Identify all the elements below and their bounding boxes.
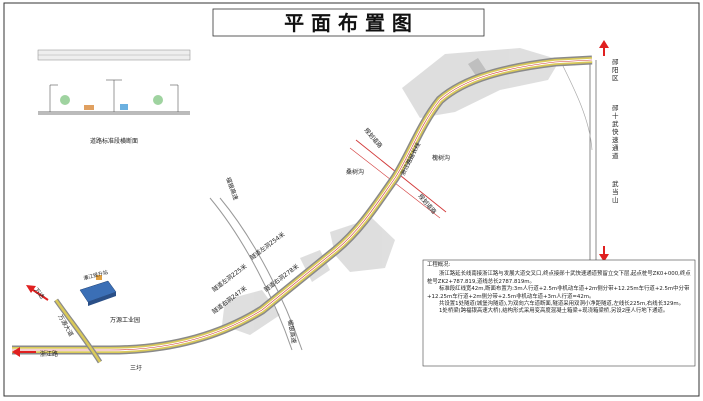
label-huaishugou: 槐树沟 bbox=[432, 154, 450, 162]
arrow-wudang bbox=[599, 246, 609, 262]
label-tianjiang-road: 浙江路 bbox=[40, 350, 58, 358]
drawing-border bbox=[3, 2, 700, 397]
cross-section-label: 道路标准段横断面 bbox=[90, 137, 138, 145]
main-alignment bbox=[12, 55, 593, 355]
label-fuxing-expressway-b: 福银高速 bbox=[286, 319, 298, 344]
station-building-icon bbox=[79, 275, 117, 306]
notes-paragraph-2: 标准段红线宽42m,断面布置为:3m人行道+2.5m非机动车道+2m侧分带+12… bbox=[427, 286, 690, 300]
cross-section-diagram bbox=[37, 49, 191, 115]
arrow-tianjiang bbox=[12, 347, 36, 357]
notes-paragraph-4: 1处桥梁(跨福银高速大桥),结构形式采用变高度混凝土箱梁+现浇箱梁桥,另设2座人… bbox=[439, 308, 669, 315]
notes-box bbox=[422, 259, 696, 367]
page-title: 平 面 布 置 图 bbox=[284, 11, 412, 35]
arrow-yunyang bbox=[599, 40, 609, 56]
label-wanyuan-industrial: 万源工业园 bbox=[110, 316, 140, 324]
label-building-tag: 瀑江提升站 bbox=[83, 269, 109, 282]
notes-paragraph-1: 浙江路延长线南接浙江路与发展大道交叉口,终点接郧十武快速通道预留立交下层,起点桩… bbox=[427, 271, 691, 285]
label-planned-road-a: 规划道路 bbox=[362, 126, 384, 150]
label-sanxu: 三圩 bbox=[130, 364, 142, 372]
label-yunyang-district: 郧阳区 bbox=[612, 58, 619, 82]
engineering-notes: 工程概况: 浙江路延长线南接浙江路与发展大道交叉口,终点接郧十武快速通道预留立交… bbox=[427, 262, 693, 364]
notes-heading: 工程概况: bbox=[427, 262, 451, 268]
arrow-wanda bbox=[26, 285, 49, 301]
fuxing-expressway-line bbox=[209, 197, 293, 351]
label-fuxing-expressway: 福银高速 bbox=[224, 176, 240, 201]
title-box bbox=[212, 8, 485, 37]
label-sangshugou: 桑树沟 bbox=[346, 168, 364, 176]
notes-paragraph-3: 共设置1处隧道(城堡沟隧道),为双向六车道断面,隧道采用双洞小净距隧道,左线长2… bbox=[439, 301, 685, 308]
label-planned-road-b: 规划道路 bbox=[416, 192, 438, 216]
label-wudang-mountain: 武当山 bbox=[612, 179, 619, 204]
label-shiwu-expressway: 郧十武快速通道 bbox=[612, 104, 619, 160]
